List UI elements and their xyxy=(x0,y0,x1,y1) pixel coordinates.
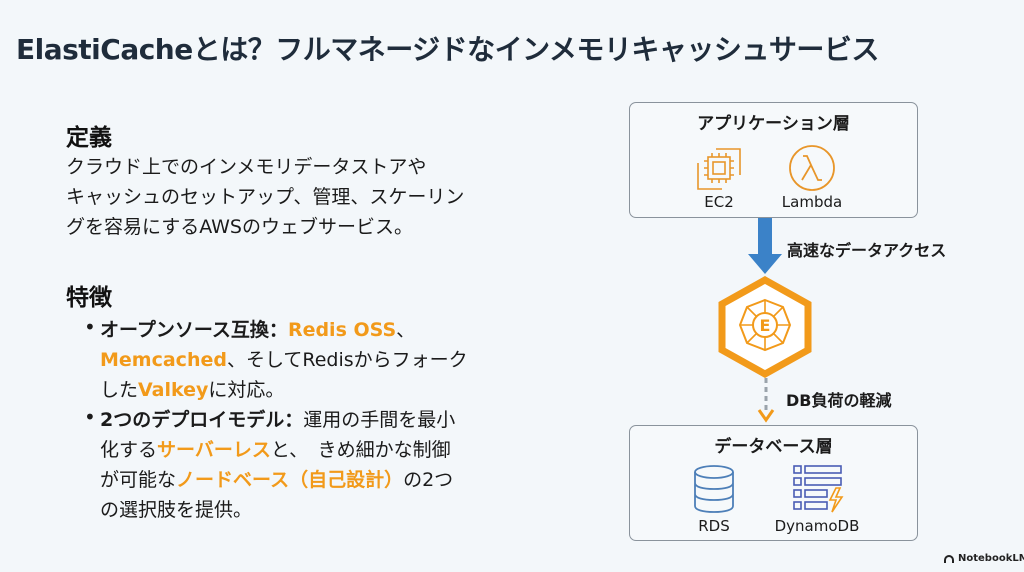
bullet-dot: • xyxy=(84,405,96,429)
fast-access-arrow xyxy=(748,218,782,274)
highlight: Valkey xyxy=(138,379,209,401)
lambda-label: Lambda xyxy=(781,193,843,211)
text: 運用の手間を最小 xyxy=(303,409,456,431)
rds-database-icon xyxy=(694,465,734,513)
lambda-icon xyxy=(789,145,835,191)
feature-label: オープンソース互換 xyxy=(100,319,269,341)
definition-line: キャッシュのセットアップ、管理、スケーリン xyxy=(66,186,465,208)
text: と、 きめ細かな制御 xyxy=(270,439,451,461)
feature-label: 2つのデプロイモデル xyxy=(100,409,285,431)
dynamodb-icon xyxy=(793,465,844,513)
notebooklm-label: NotebookLM xyxy=(958,553,1024,564)
slide-title: ElastiCacheとは？フルマネージドなインメモリキャッシュサービス xyxy=(16,33,879,66)
definition-line: グを容易にするAWSのウェブサービス。 xyxy=(66,216,413,238)
notebooklm-branding: NotebookLM xyxy=(944,553,1024,564)
features-heading: 特徴 xyxy=(66,285,112,311)
text: の選択肢を提供。 xyxy=(100,499,253,521)
rds-label: RDS xyxy=(698,517,730,535)
text: が可能な xyxy=(100,469,177,491)
application-layer-title: アプリケーション層 xyxy=(697,114,850,134)
dynamodb-label: DynamoDB xyxy=(774,517,860,535)
application-layer-box: アプリケーション層 EC2 Lambda xyxy=(629,102,918,218)
definition-text: クラウド上でのインメモリデータストアや キャッシュのセットアップ、管理、スケーリ… xyxy=(66,152,464,242)
highlight: サーバーレス xyxy=(157,439,271,461)
database-layer-box: データベース層 RDS DynamoDB xyxy=(629,425,918,541)
text: に対応。 xyxy=(208,379,285,401)
elasticache-letter: E xyxy=(760,316,771,335)
text: した xyxy=(100,379,139,401)
ec2-label: EC2 xyxy=(704,193,734,211)
highlight: ノードベース（自己設計） xyxy=(176,469,404,491)
ec2-chip-icon xyxy=(697,148,741,190)
fast-access-label: 高速なデータアクセス xyxy=(787,241,947,260)
db-load-arrow xyxy=(757,378,775,423)
text: 化する xyxy=(100,439,158,461)
highlight: Memcached xyxy=(100,349,227,371)
highlight: Redis OSS xyxy=(287,319,397,341)
feature-bullet-1: • オープンソース互換：Redis OSS、 Memcached、そしてRedi… xyxy=(84,315,468,405)
text: 、そしてRedisからフォーク xyxy=(226,349,468,371)
definition-line: クラウド上でのインメモリデータストアや xyxy=(66,156,427,178)
database-layer-title: データベース層 xyxy=(714,437,833,457)
elasticache-icon: E xyxy=(718,276,812,378)
db-load-label: DB負荷の軽減 xyxy=(786,391,892,410)
text: の2つ xyxy=(403,469,454,491)
bullet-dot: • xyxy=(84,315,96,339)
separator: ： xyxy=(268,319,288,341)
notebooklm-logo-icon xyxy=(944,554,954,563)
text: 、 xyxy=(396,319,416,341)
feature-bullet-2: • 2つのデプロイモデル：運用の手間を最小 化するサーバーレスと、 きめ細かな制… xyxy=(84,405,456,525)
separator: ： xyxy=(284,409,304,431)
definition-heading: 定義 xyxy=(66,125,112,151)
